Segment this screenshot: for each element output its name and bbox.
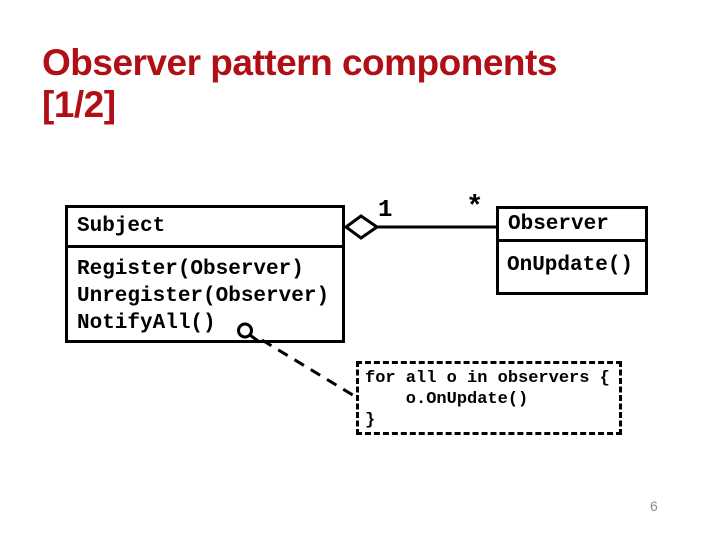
observer-class-methods: OnUpdate() <box>499 242 645 279</box>
slide-title: Observer pattern components [1/2] <box>42 42 642 126</box>
subject-class-box: Subject Register(Observer) Unregister(Ob… <box>65 205 345 343</box>
multiplicity-observer: * <box>466 191 484 224</box>
multiplicity-subject: 1 <box>378 197 393 224</box>
note-code-line: } <box>365 411 376 430</box>
subject-class-methods: Register(Observer) Unregister(Observer) … <box>68 248 342 337</box>
note-code-line: o.OnUpdate() <box>365 390 529 409</box>
note-connector-dashed-line <box>261 338 357 399</box>
page-number: 6 <box>650 498 658 514</box>
subject-method-register: Register(Observer) <box>77 258 304 281</box>
note-code-line: for all o in observers { <box>365 369 610 388</box>
observer-class-box: Observer OnUpdate() <box>496 206 648 295</box>
slide-title-line1: Observer pattern components <box>42 42 557 83</box>
subject-method-notifyall: NotifyAll() <box>77 312 216 335</box>
slide-title-line2: [1/2] <box>42 84 116 125</box>
observer-class-name: Observer <box>499 209 645 242</box>
note-box: for all o in observers { o.OnUpdate() } <box>356 361 622 435</box>
subject-method-unregister: Unregister(Observer) <box>77 285 330 308</box>
subject-class-name: Subject <box>68 208 342 248</box>
observer-method-onupdate: OnUpdate() <box>507 254 634 277</box>
aggregation-diamond-icon <box>343 214 380 240</box>
